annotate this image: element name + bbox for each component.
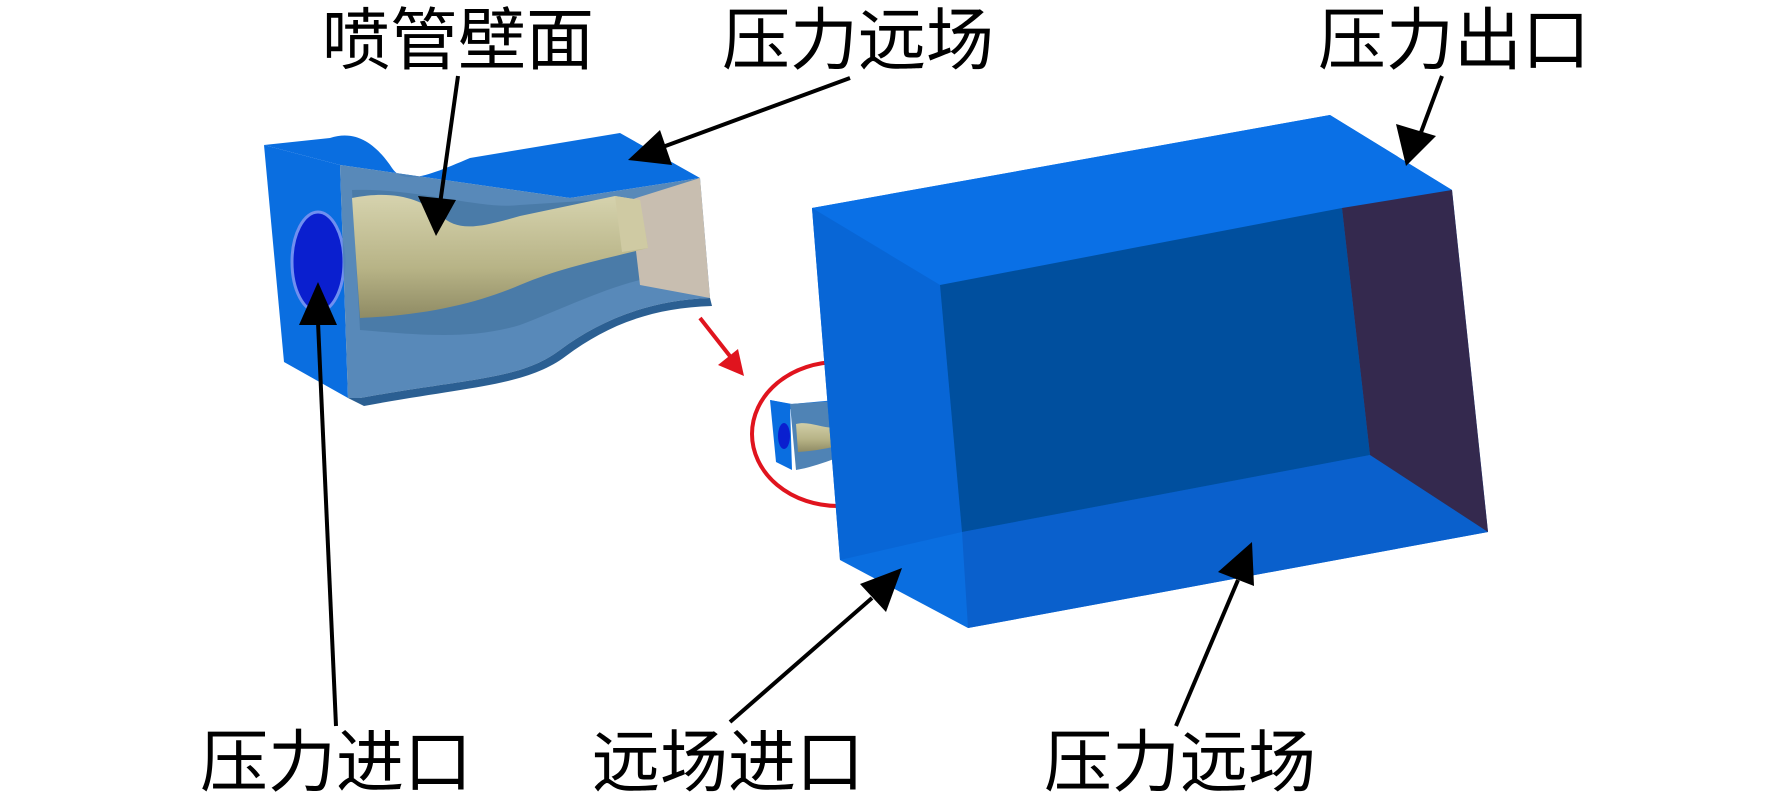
box-left-face [812, 208, 962, 560]
label-pressure-far-field-top: 压力远场 [722, 2, 995, 81]
label-pressure-inlet: 压力进口 [200, 724, 473, 803]
arrow-pressure-outlet [1418, 75, 1444, 136]
pressure-outlet-face [1342, 190, 1488, 532]
arrow-nozzle-wall [438, 75, 460, 205]
label-pressure-outlet: 压力出口 [1318, 2, 1591, 81]
far-field-domain-box [812, 115, 1488, 628]
arrowhead-pressure-outlet [1396, 124, 1436, 166]
box-bottom-face [962, 455, 1488, 628]
zoom-indicator-arrow [698, 316, 735, 362]
box-top-face [812, 115, 1452, 285]
arrowhead-pressure-inlet [299, 282, 337, 325]
arrowhead-far-field-top [628, 130, 672, 165]
bottom-face [348, 298, 712, 406]
label-far-field-inlet: 远场进口 [592, 724, 865, 803]
arrow-far-field-top [659, 76, 851, 150]
arrow-far-field-bottom [1174, 579, 1240, 727]
label-nozzle-wall: 喷管壁面 [322, 2, 595, 81]
pointer-arrows [299, 75, 1444, 727]
label-pressure-far-field-bottom: 压力远场 [1044, 724, 1317, 803]
arrowhead-far-field-bottom [1218, 542, 1254, 586]
top-face [264, 133, 700, 198]
arrow-pressure-inlet [316, 321, 338, 727]
nozzle-closeup-model [264, 133, 712, 406]
zoom-indicator-arrowhead [718, 349, 744, 376]
arrowhead-nozzle-wall [418, 196, 456, 236]
arrowhead-far-field-inlet [860, 568, 902, 612]
arrow-far-field-inlet [728, 596, 874, 724]
box-interior [940, 208, 1370, 532]
exit-window [630, 178, 710, 298]
nozzle-body [352, 194, 648, 318]
nozzle-outlet-face [615, 196, 648, 252]
